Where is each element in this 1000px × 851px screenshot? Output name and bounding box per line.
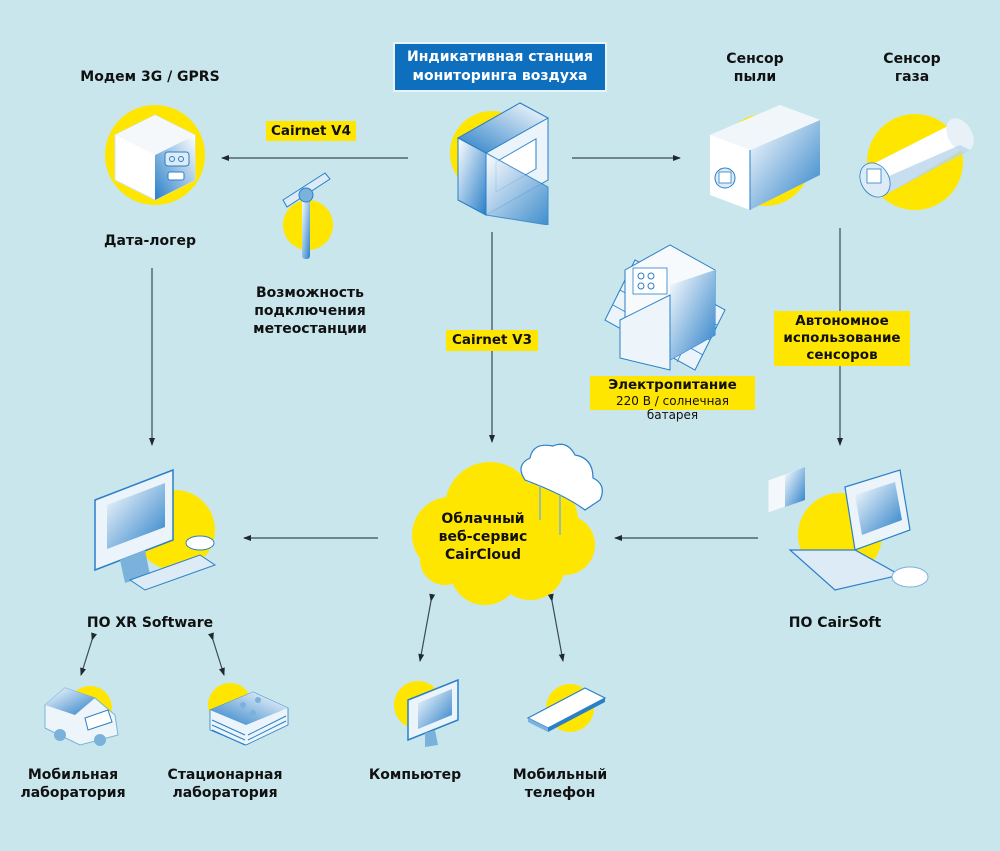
xr-software-label: ПО XR Software xyxy=(86,615,214,631)
weather-station-line1: Возможность xyxy=(256,285,364,301)
modem-datalogger-icon xyxy=(105,105,205,205)
link-label-cairnet-v3: Cairnet V3 xyxy=(446,330,538,351)
arrow-cloud-phone xyxy=(547,593,565,662)
gas-sensor-line2: газа xyxy=(894,69,930,85)
monitoring-station-icon xyxy=(450,102,550,225)
gas-sensor-icon xyxy=(859,114,974,210)
power-title: Электропитание xyxy=(608,377,737,393)
cloud-line2: веб-сервис xyxy=(438,529,528,545)
stationary-lab-line2: лаборатория xyxy=(172,785,278,801)
cairsoft-label: ПО CairSoft xyxy=(788,615,882,631)
building-icon xyxy=(208,683,289,746)
autonomous-line1: Автономное xyxy=(795,313,889,329)
stationary-lab-line1: Стационарная xyxy=(167,767,283,783)
phone-label: Мобильный телефон xyxy=(505,766,615,802)
mobile-lab-line2: лаборатория xyxy=(20,785,126,801)
van-icon xyxy=(44,686,119,746)
phone-line2: телефон xyxy=(524,785,596,801)
solar-power-icon xyxy=(604,244,726,371)
cloud-line1: Облачный xyxy=(441,511,525,527)
mobile-lab-line1: Мобильная xyxy=(27,767,119,783)
smartphone-icon xyxy=(526,684,607,732)
autonomous-line3: сенсоров xyxy=(806,347,878,363)
datalogger-label: Дата-логер xyxy=(104,233,196,249)
station-title-line1: Индикативная станция xyxy=(407,49,593,65)
arrow-xr-stationary-lab xyxy=(208,632,225,676)
phone-line1: Мобильный xyxy=(512,767,608,783)
mobile-lab-label: Мобильная лаборатория xyxy=(18,766,128,802)
stationary-lab-label: Стационарная лаборатория xyxy=(160,766,290,802)
autonomous-line2: использование xyxy=(783,330,901,346)
cloud-icon xyxy=(412,443,603,605)
laptop-icon xyxy=(767,466,929,591)
computer-label: Компьютер xyxy=(368,767,462,783)
power-subtitle: 220 В / солнечная батарея xyxy=(616,394,729,422)
dust-sensor-line2: пыли xyxy=(733,69,777,85)
power-label: Электропитание 220 В / солнечная батарея xyxy=(590,376,755,422)
dust-sensor-line1: Сенсор xyxy=(726,51,784,67)
weather-station-line2: подключения xyxy=(254,303,366,319)
arrow-xr-mobile-lab xyxy=(80,632,97,676)
link-label-cairnet-v4: Cairnet V4 xyxy=(266,121,356,141)
weather-station-line3: метеостанции xyxy=(253,321,367,337)
station-title-line2: мониторинга воздуха xyxy=(412,68,588,84)
cloud-line3: CairCloud xyxy=(444,547,522,563)
station-title-badge: Индикативная станция мониторинга воздуха xyxy=(393,42,607,92)
gas-sensor-line1: Сенсор xyxy=(883,51,941,67)
dust-sensor-label: Сенсор пыли xyxy=(705,50,805,86)
desktop-computer-icon xyxy=(94,468,217,591)
cloud-label: Облачный веб-сервис CairCloud xyxy=(418,510,548,564)
monitor-icon xyxy=(394,678,459,747)
weather-station-label: Возможность подключения метеостанции xyxy=(235,284,385,338)
arrow-cloud-computer xyxy=(418,593,436,662)
dust-sensor-icon xyxy=(710,105,820,210)
gas-sensor-label: Сенсор газа xyxy=(862,50,962,86)
weather-station-icon xyxy=(282,172,333,259)
autonomous-sensors-label: Автономное использование сенсоров xyxy=(774,311,910,366)
modem-label: Модем 3G / GPRS xyxy=(80,69,220,85)
